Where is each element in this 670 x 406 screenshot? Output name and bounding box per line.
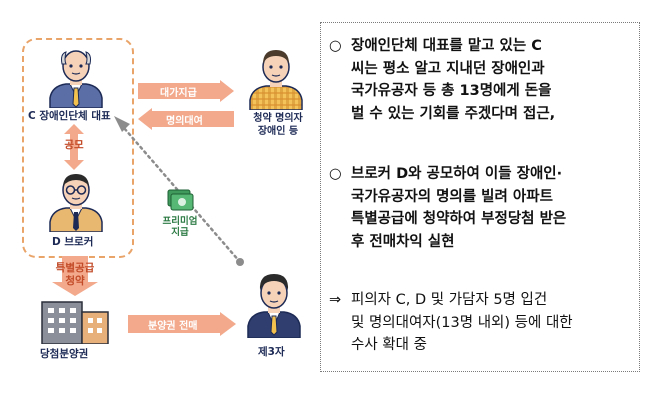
third-party-man-icon xyxy=(247,274,301,338)
broker-label: D 브로커 xyxy=(52,236,94,248)
bullet-paragraph-2: ○ 브로커 D와 공모하여 이들 장애인· 국가유공자의 명의를 빌려 아파트 … xyxy=(329,163,631,253)
resale-arrow-icon xyxy=(128,312,236,336)
conclusion-paragraph: ⇒ 피의자 C, D 및 가담자 5명 입건 및 명의대여자(13명 내외) 등… xyxy=(329,289,631,357)
third-party-label: 제3자 xyxy=(258,346,285,358)
name-lending-label: 명의대여 xyxy=(166,116,203,127)
bullet-marker: ○ xyxy=(329,38,342,54)
down-arrow-icon xyxy=(52,256,98,296)
double-arrow-icon xyxy=(64,124,84,170)
money-icon xyxy=(167,189,194,211)
special-supply-label: 특별공급 청약 xyxy=(55,262,95,287)
summary-text-box: ○ 장애인단체 대표를 맡고 있는 C 씨는 평소 알고 지내던 장애인과 국가… xyxy=(320,22,640,372)
right-arrow-icon xyxy=(138,80,234,102)
premium-label: 프리미엄 지급 xyxy=(162,216,198,238)
apartment-building-icon xyxy=(41,301,109,344)
left-arrow-icon xyxy=(138,108,234,130)
applicant-label: 청약 명의자 장애인 등 xyxy=(253,113,303,137)
old-man-icon xyxy=(49,50,103,108)
bullet-paragraph-1: ○ 장애인단체 대표를 맡고 있는 C 씨는 평소 알고 지내던 장애인과 국가… xyxy=(329,35,631,125)
c-representative-label: C 장애인단체 대표 xyxy=(28,110,111,122)
arrow-marker: ⇒ xyxy=(329,292,342,308)
bullet-marker: ○ xyxy=(329,166,342,182)
conspiracy-label: 공모 xyxy=(64,139,84,151)
apartment-label: 당첨분양권 xyxy=(40,348,89,360)
broker-man-icon xyxy=(49,174,103,232)
payment-label: 대가지급 xyxy=(160,88,197,99)
resale-label: 분양권 전매 xyxy=(148,321,198,332)
applicant-man-icon xyxy=(249,50,303,110)
premium-dotted-arrow-icon xyxy=(114,116,244,266)
